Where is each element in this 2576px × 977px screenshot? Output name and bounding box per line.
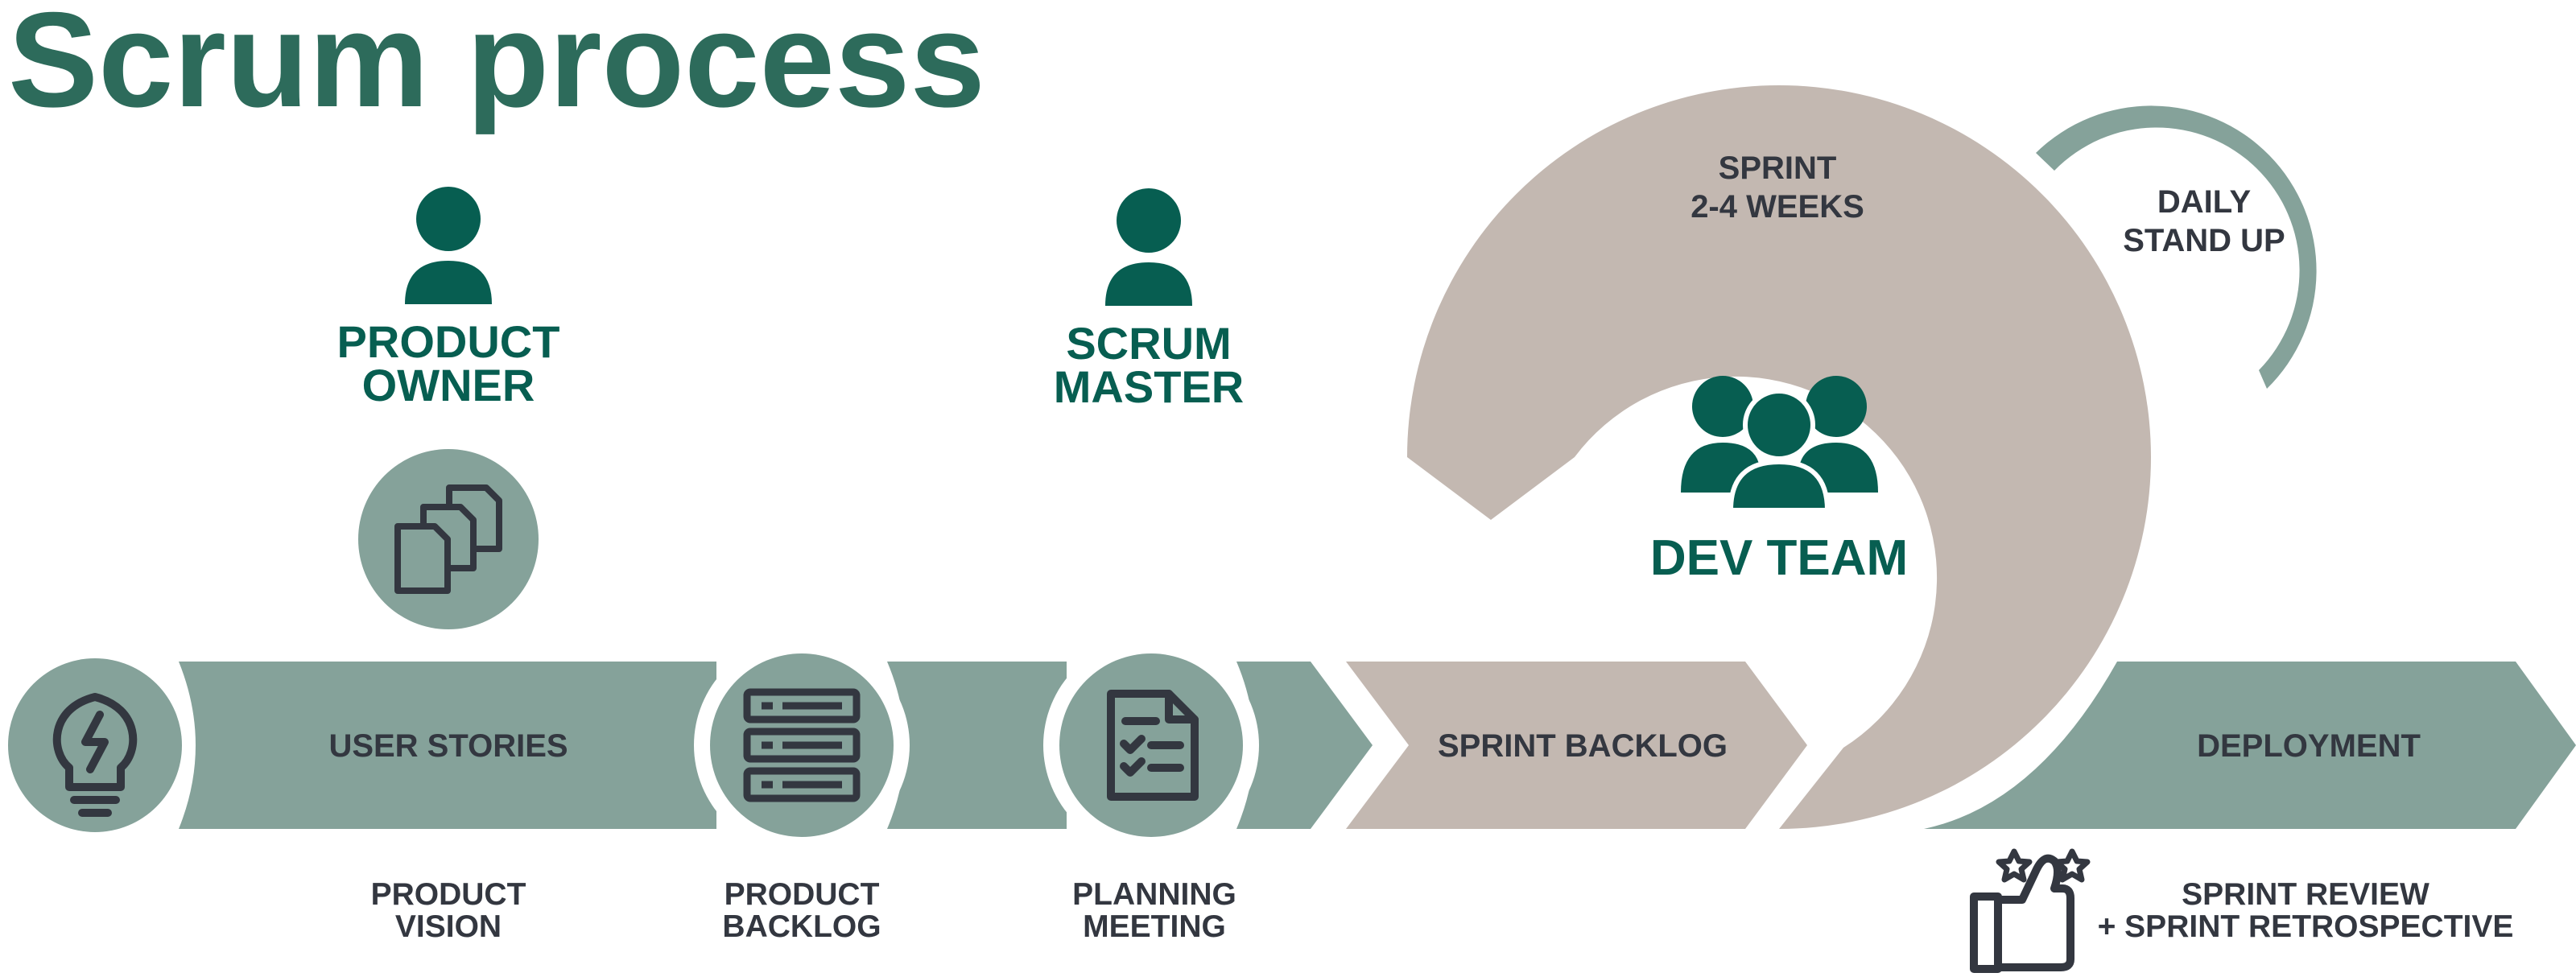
sprint-label-line2: 2-4 WEEKS xyxy=(1690,189,1864,225)
scrum-master-label-line2: MASTER xyxy=(1054,361,1244,412)
sprint-cycle xyxy=(1407,85,2151,829)
sprint-backlog-label: SPRINT BACKLOG xyxy=(1438,728,1728,764)
sprint-cycle-arc xyxy=(1407,85,2151,829)
scrum-master-person-icon xyxy=(1105,188,1192,306)
band-segment-sprint-backlog xyxy=(1346,662,1807,829)
band-segment-deployment xyxy=(1924,662,2576,829)
planning-meeting-node xyxy=(1043,637,1259,853)
product-owner-label-line2: OWNER xyxy=(362,360,535,410)
stacked-list-icon xyxy=(743,688,861,802)
deployment-label: DEPLOYMENT xyxy=(2197,728,2421,764)
daily-standup-label-line1: DAILY xyxy=(2157,184,2252,220)
sprint-review-label-line2: + SPRINT RETROSPECTIVE xyxy=(2098,909,2514,944)
user-stories-label: USER STORIES xyxy=(328,728,568,764)
daily-standup-arc xyxy=(2036,105,2317,389)
band-segment-user-stories xyxy=(179,662,716,829)
page-title: Scrum process xyxy=(8,0,985,135)
product-vision-label-line1: PRODUCT xyxy=(371,877,526,912)
thumbs-up-stars-icon xyxy=(1970,848,2091,973)
planning-meeting-label-line1: PLANNING xyxy=(1072,877,1236,912)
product-backlog-node xyxy=(694,637,910,853)
checklist-icon xyxy=(1107,690,1199,801)
band-segment-backlog xyxy=(887,662,1067,829)
product-vision-node xyxy=(0,650,190,840)
product-vision-label-line2: VISION xyxy=(395,909,502,944)
product-owner-label-line1: PRODUCT xyxy=(337,316,560,367)
daily-standup-label-line2: STAND UP xyxy=(2123,223,2285,258)
dev-team-label: DEV TEAM xyxy=(1650,530,1908,586)
sprint-label-line1: SPRINT xyxy=(1719,150,1837,186)
product-backlog-label-line1: PRODUCT xyxy=(724,877,880,912)
user-stories-node xyxy=(358,449,539,629)
product-backlog-label-line2: BACKLOG xyxy=(722,909,881,944)
lightbulb-icon xyxy=(52,693,138,817)
process-band xyxy=(179,662,2576,829)
product-owner-person-icon xyxy=(405,187,492,304)
documents-icon xyxy=(394,484,502,594)
planning-meeting-label-line2: MEETING xyxy=(1083,909,1226,944)
sprint-review-label-line1: SPRINT REVIEW xyxy=(2182,877,2429,912)
scrum-master-label-line1: SCRUM xyxy=(1066,318,1231,369)
band-segment-planning xyxy=(1236,662,1373,829)
team-icon xyxy=(1681,376,1878,513)
